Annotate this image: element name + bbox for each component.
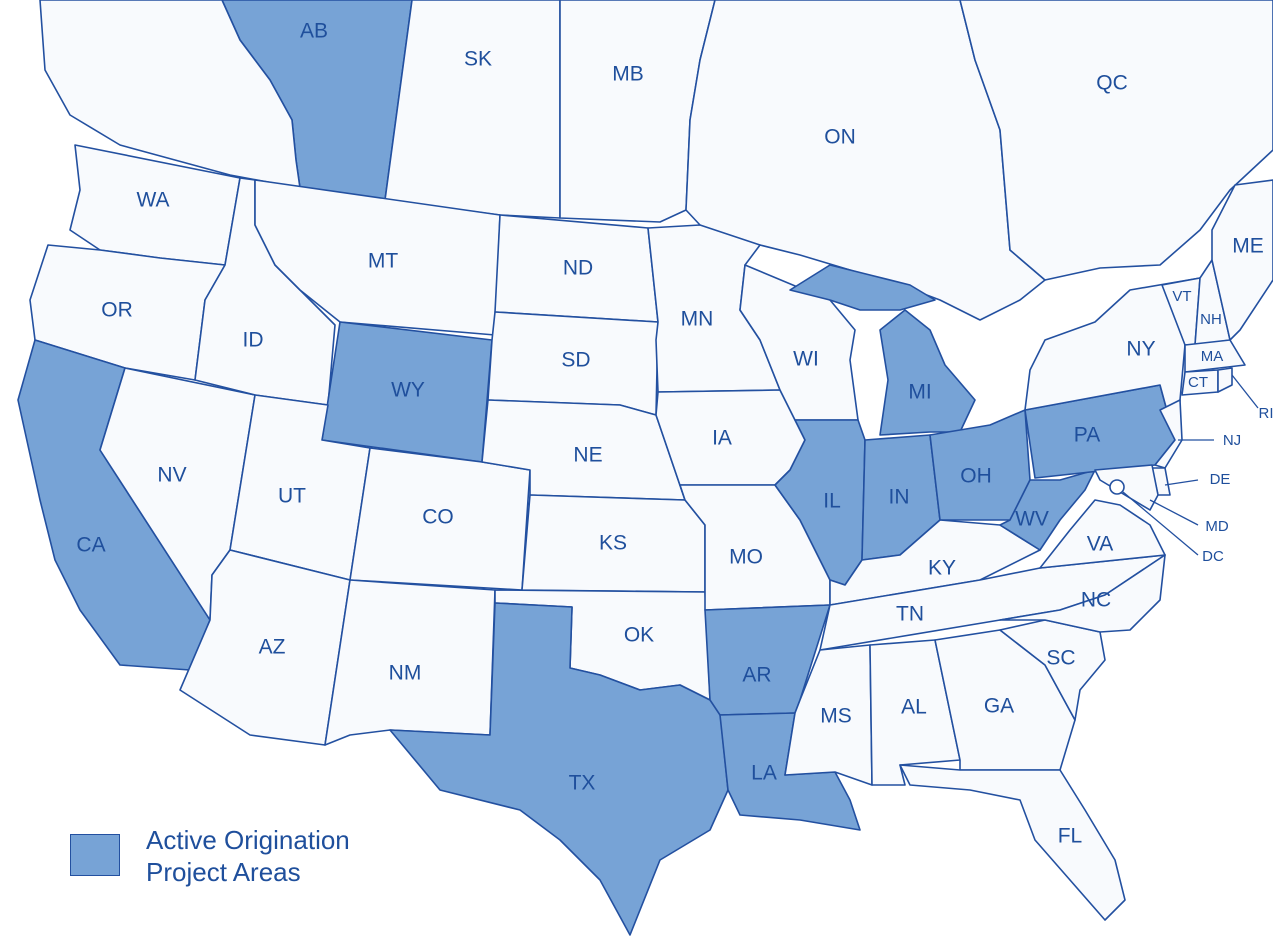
label-ma: MA (1201, 348, 1224, 365)
leader-ri (1231, 374, 1259, 409)
label-oh: OH (960, 465, 992, 488)
label-la: LA (751, 762, 777, 785)
label-ny: NY (1126, 338, 1155, 361)
label-md: MD (1205, 518, 1228, 535)
region-bc (39, 0, 301, 189)
label-in: IN (889, 486, 910, 509)
label-on: ON (824, 126, 856, 149)
label-ut: UT (278, 485, 306, 508)
region-fl[interactable] (899, 764, 1126, 921)
region-sk[interactable] (384, 0, 561, 219)
label-nh: NH (1200, 311, 1222, 328)
label-me: ME (1232, 235, 1264, 258)
legend-swatch (70, 834, 120, 876)
label-fl: FL (1058, 825, 1083, 848)
region-co[interactable] (349, 447, 531, 591)
label-wi: WI (793, 348, 819, 371)
region-va[interactable] (1039, 499, 1166, 569)
region-ri[interactable] (1217, 367, 1233, 393)
legend-text: Active Origination Project Areas (146, 824, 350, 888)
label-il: IL (823, 490, 841, 513)
label-nd: ND (563, 257, 593, 280)
region-mi-up[interactable] (789, 264, 936, 311)
region-nc[interactable] (999, 554, 1166, 633)
label-ct: CT (1188, 374, 1208, 391)
label-mn: MN (681, 308, 714, 331)
label-sd: SD (561, 349, 590, 372)
label-dc: DC (1202, 548, 1224, 565)
label-nc: NC (1081, 589, 1111, 612)
label-az: AZ (259, 636, 286, 659)
label-ok: OK (624, 624, 654, 647)
label-tx: TX (569, 772, 596, 795)
label-mi: MI (908, 381, 931, 404)
label-wy: WY (391, 379, 425, 402)
region-qc[interactable] (959, 0, 1273, 281)
label-ga: GA (984, 695, 1014, 718)
label-va: VA (1087, 533, 1113, 556)
label-nm: NM (389, 662, 422, 685)
label-wa: WA (136, 189, 169, 212)
region-tx[interactable] (389, 602, 729, 936)
label-ri: RI (1259, 405, 1273, 422)
label-co: CO (422, 506, 454, 529)
label-nj: NJ (1223, 432, 1241, 449)
label-sk: SK (464, 48, 492, 71)
label-ks: KS (599, 532, 627, 555)
label-wv: WV (1015, 508, 1049, 531)
label-ca: CA (76, 534, 105, 557)
label-sc: SC (1046, 647, 1075, 670)
label-qc: QC (1096, 72, 1128, 95)
leader-dc (1122, 491, 1199, 556)
label-mo: MO (729, 546, 763, 569)
leader-de (1164, 479, 1199, 486)
label-al: AL (901, 696, 927, 719)
region-wv[interactable] (999, 469, 1096, 551)
label-ky: KY (928, 557, 956, 580)
dc-marker (1109, 479, 1125, 495)
label-nv: NV (157, 464, 186, 487)
label-or: OR (101, 299, 133, 322)
region-md[interactable] (1094, 464, 1159, 511)
label-ia: IA (712, 427, 732, 450)
label-mb: MB (612, 63, 644, 86)
leader-md (1149, 499, 1199, 526)
label-tn: TN (896, 603, 924, 626)
label-mt: MT (368, 250, 398, 273)
label-pa: PA (1074, 424, 1100, 447)
label-id: ID (243, 329, 264, 352)
region-ma[interactable] (1184, 339, 1246, 373)
label-ne: NE (573, 444, 602, 467)
label-ms: MS (820, 705, 852, 728)
legend-line-1: Active Origination (146, 825, 350, 855)
label-de: DE (1210, 471, 1231, 488)
region-me[interactable] (1211, 179, 1273, 341)
legend: Active Origination Project Areas (70, 824, 400, 894)
label-ar: AR (742, 664, 771, 687)
label-ab: AB (300, 20, 328, 43)
label-vt: VT (1172, 288, 1191, 305)
legend-line-2: Project Areas (146, 857, 301, 887)
region-mi[interactable] (879, 309, 976, 436)
